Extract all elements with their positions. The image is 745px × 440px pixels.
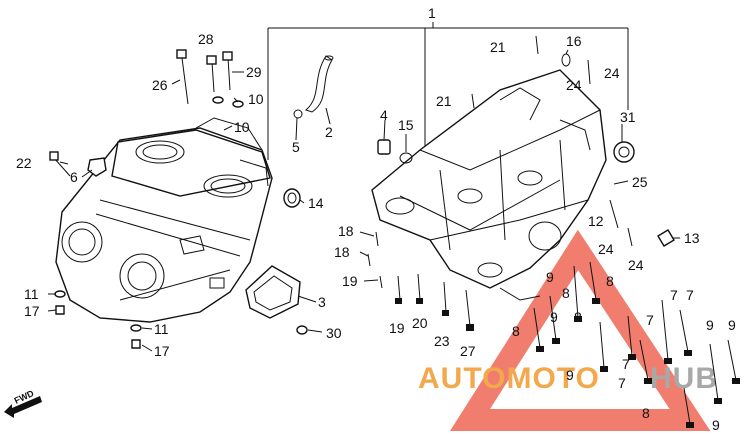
callout-15: 15	[398, 117, 414, 133]
watermark: AUTOMOTO HUB	[418, 229, 718, 431]
callout-22: 22	[16, 155, 32, 171]
callout-8b: 8	[562, 285, 570, 301]
callout-30: 30	[326, 325, 342, 341]
callout-26: 26	[152, 77, 168, 93]
callout-19a: 19	[342, 273, 358, 289]
callout-7d: 7	[622, 356, 630, 372]
callout-17b: 17	[154, 343, 170, 359]
callout-9d: 9	[706, 317, 714, 333]
callout-4: 4	[380, 107, 388, 123]
callout-8d: 8	[512, 323, 520, 339]
leader-lines	[47, 49, 680, 352]
watermark-text-hub: HUB	[650, 362, 718, 395]
callout-10b: 10	[234, 119, 250, 135]
upper-crankcase	[55, 117, 273, 323]
callout-10a: 10	[248, 91, 264, 107]
callout-29: 29	[246, 64, 262, 80]
callout-11b: 11	[154, 321, 169, 337]
callout-25: 25	[632, 174, 648, 190]
callout-18a: 18	[338, 223, 354, 239]
callout-13: 13	[684, 230, 700, 246]
watermark-triangle	[449, 229, 711, 431]
callout-5: 5	[292, 139, 300, 155]
callout-6: 6	[70, 169, 78, 185]
callout-labels: 1 2 3 4 5 6 7 7 7 7 7 8 8 8 8 8 9 9 9 9 …	[16, 5, 736, 433]
long-bolts	[395, 35, 740, 428]
callout-8c: 8	[574, 309, 582, 325]
callout-18b: 18	[334, 244, 350, 260]
callout-24a: 24	[566, 77, 582, 93]
fwd-arrow: FWD	[4, 388, 42, 418]
callout-7e: 7	[618, 375, 626, 391]
callout-14: 14	[308, 195, 324, 211]
callout-24d: 24	[628, 257, 644, 273]
callout-28: 28	[198, 31, 214, 47]
lower-crankcase	[371, 69, 607, 301]
callout-12: 12	[588, 213, 604, 229]
callout-9a: 9	[546, 269, 554, 285]
watermark-text-automoto: AUTOMOTO	[418, 362, 600, 395]
callout-1: 1	[428, 5, 436, 21]
callout-24c: 24	[598, 241, 614, 257]
callout-9e: 9	[728, 317, 736, 333]
callout-9c: 9	[566, 367, 574, 383]
callout-8e: 8	[642, 405, 650, 421]
callout-17a: 17	[24, 303, 40, 319]
callout-27: 27	[460, 343, 476, 359]
callout-7c: 7	[686, 287, 694, 303]
callout-7a: 7	[646, 312, 654, 328]
callout-9f: 9	[712, 417, 720, 433]
callout-2: 2	[325, 124, 333, 140]
callout-21b: 21	[436, 93, 452, 109]
callout-9b: 9	[550, 309, 558, 325]
callout-11a: 11	[24, 286, 39, 302]
callout-23: 23	[434, 333, 450, 349]
small-parts	[49, 49, 675, 349]
callout-7b: 7	[670, 287, 678, 303]
callout-8a: 8	[606, 273, 614, 289]
callout-21a: 21	[490, 39, 506, 55]
callout-16: 16	[566, 33, 582, 49]
fwd-arrow-icon	[4, 396, 42, 418]
callout-24b: 24	[604, 65, 620, 81]
callout-19b: 19	[389, 320, 405, 336]
callout-20: 20	[412, 315, 428, 331]
part-1-bracket	[267, 22, 629, 160]
callout-31: 31	[620, 109, 636, 125]
callout-3: 3	[318, 294, 326, 310]
